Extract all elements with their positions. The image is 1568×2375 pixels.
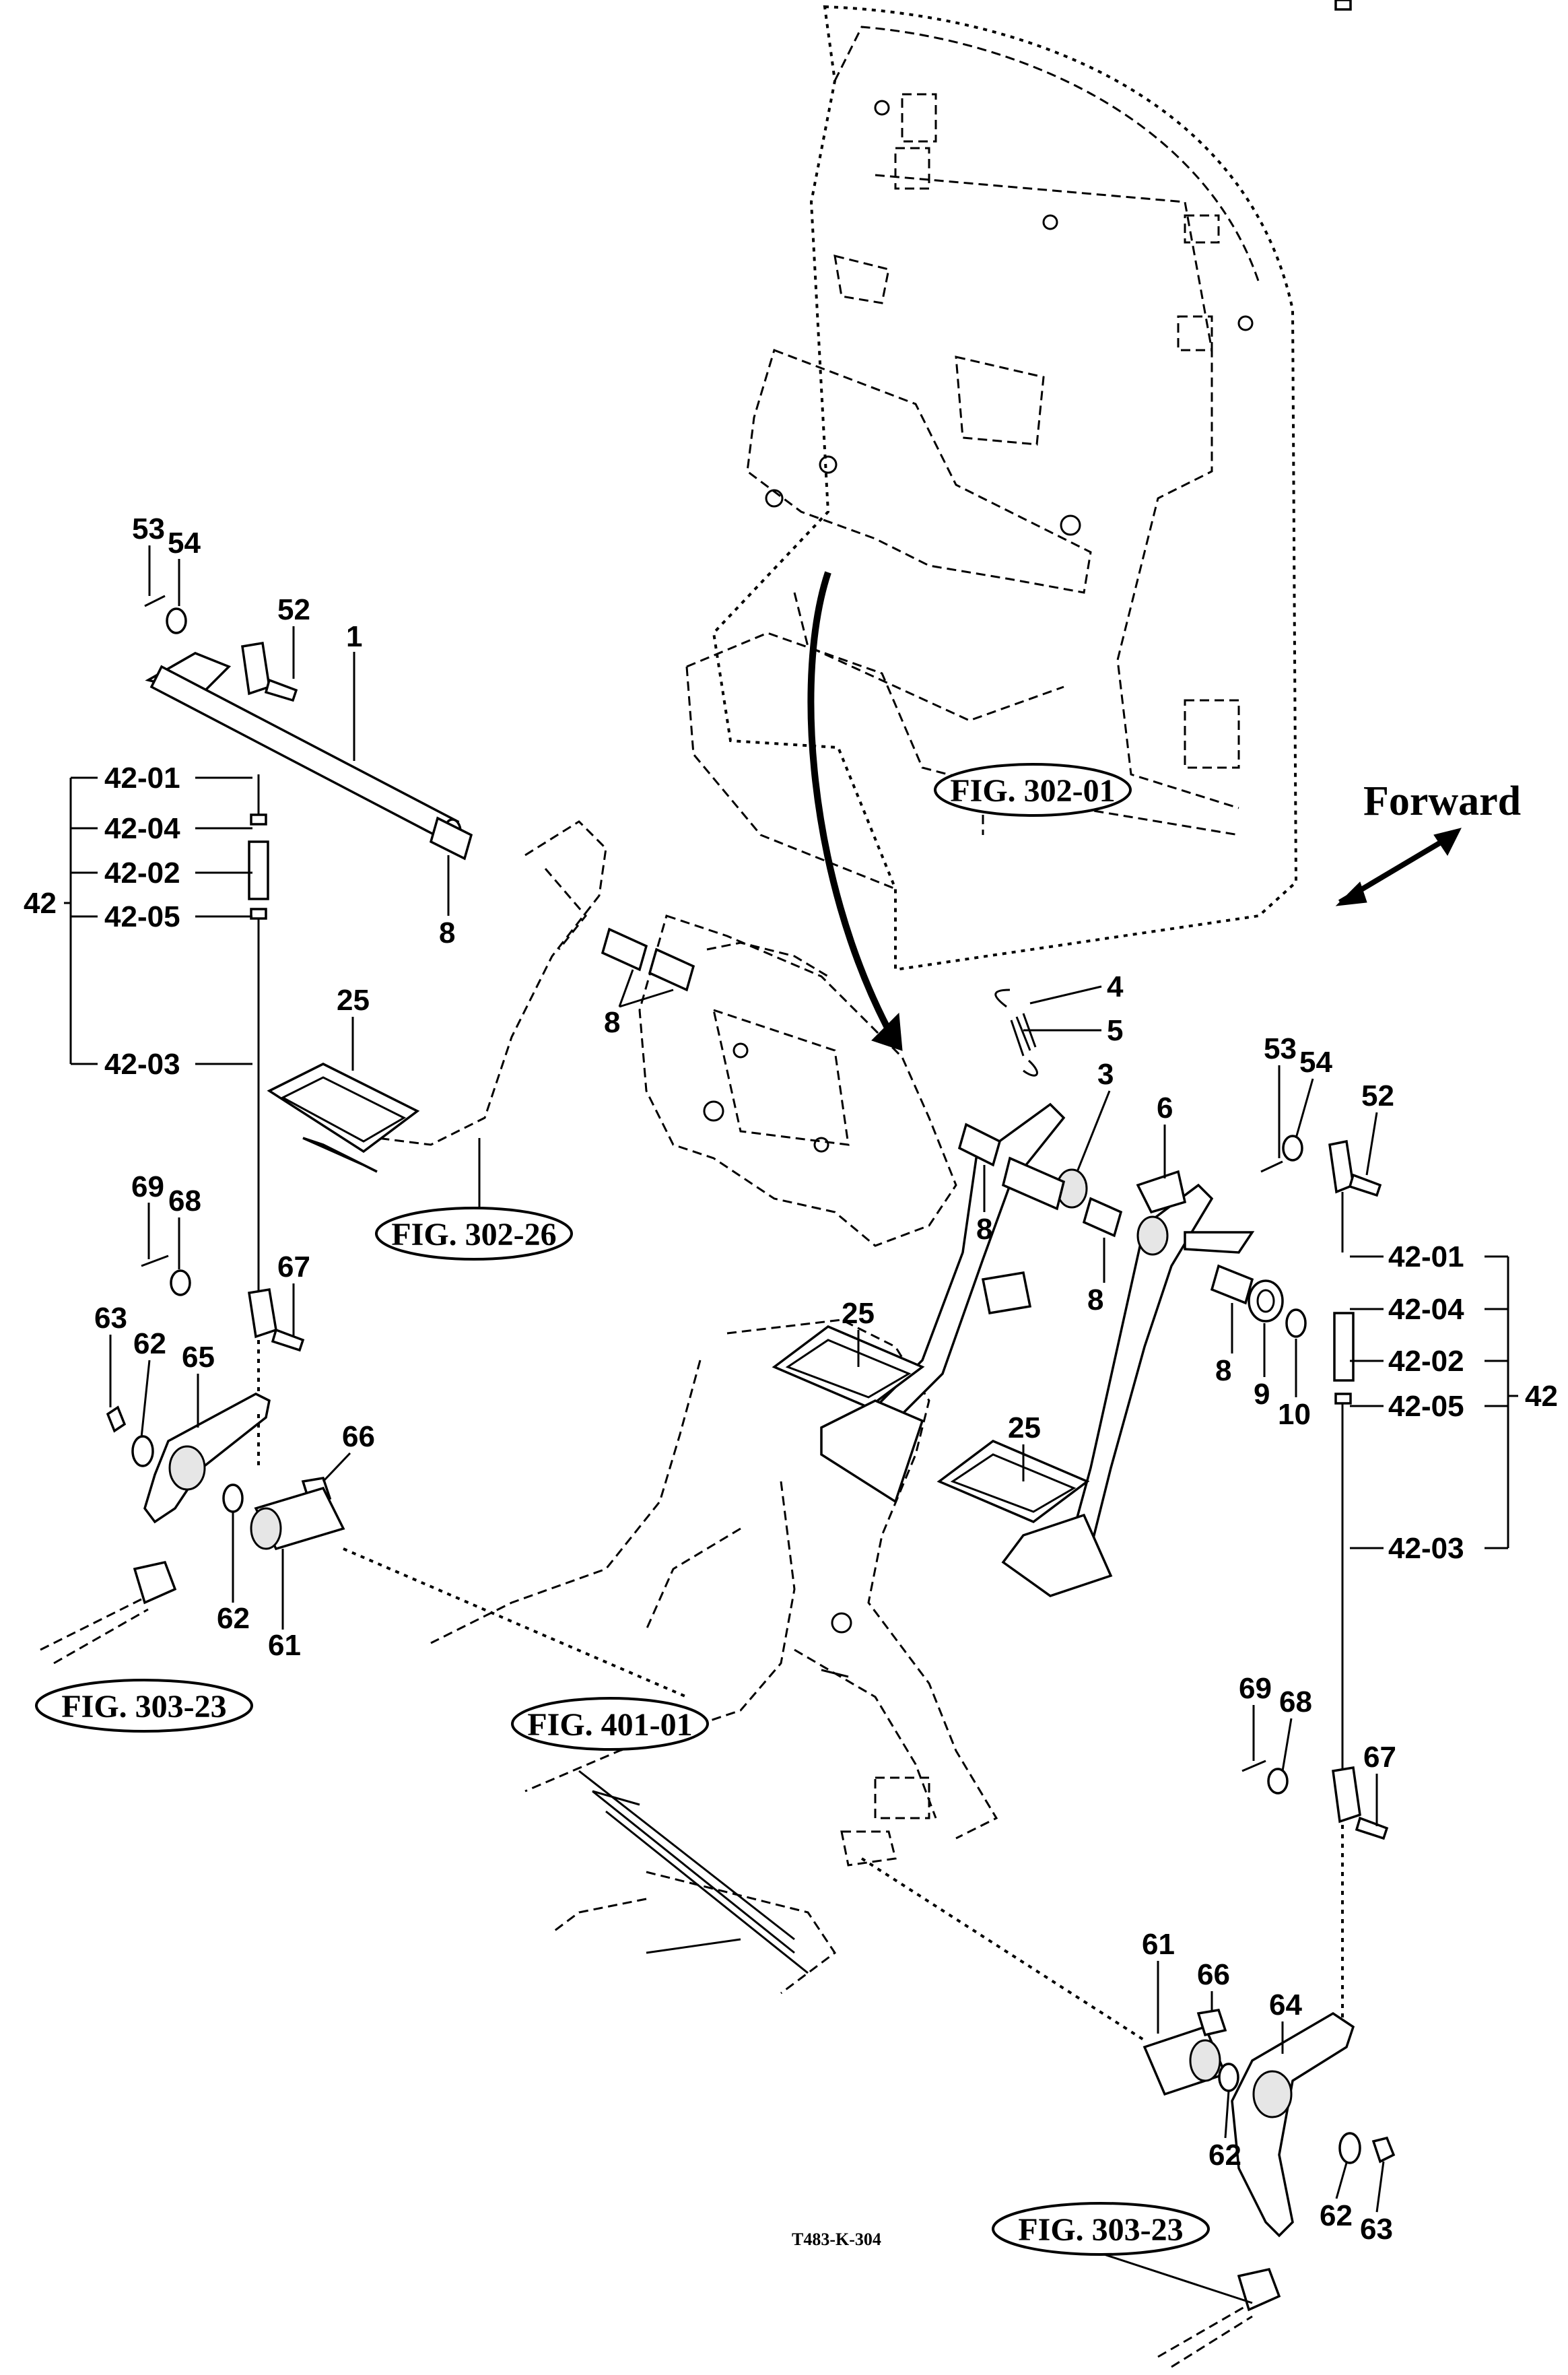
- part-number: 3: [1097, 1058, 1114, 1091]
- figure-ref-seat-panel[interactable]: FIG. 302-01: [934, 763, 1132, 817]
- part-number: 69: [1239, 1672, 1272, 1705]
- right-brake-assembly: [860, 0, 1396, 2368]
- part-number: 66: [1197, 1958, 1230, 1991]
- figure-ref-lower-right[interactable]: FIG. 303-23: [992, 2202, 1210, 2256]
- part-number: 62: [133, 1327, 166, 1360]
- part-number: 1: [346, 620, 362, 653]
- part-number: 63: [1360, 2213, 1393, 2246]
- part-number: 25: [1008, 1411, 1041, 1444]
- part-number: 63: [94, 1302, 127, 1335]
- rod-part-number: 42-05: [104, 900, 180, 933]
- figure-ref-label: FIG. 302-01: [950, 773, 1115, 809]
- rod-group-number: 42: [1525, 1380, 1558, 1413]
- part-number: 64: [1269, 1988, 1302, 2021]
- rod-group-number: 42: [24, 887, 57, 920]
- part-number: 67: [1363, 1741, 1396, 1774]
- part-number: 65: [182, 1341, 215, 1374]
- rod-part-number: 42-02: [1388, 1345, 1464, 1378]
- figure-ref-label: FIG. 303-23: [61, 1689, 226, 1725]
- part-number: 4: [1107, 970, 1124, 1003]
- seat-panel-outline: [685, 5, 1298, 972]
- forward-arrow: [1335, 828, 1462, 906]
- pedal-bracket-outline: [638, 914, 957, 1247]
- figure-ref-lower-left[interactable]: FIG. 303-23: [35, 1679, 253, 1733]
- part-number: 53: [132, 512, 165, 545]
- rod-part-number: 42-04: [1388, 1293, 1464, 1326]
- drawing-code: T483-K-304: [792, 2230, 881, 2249]
- part-number: 6: [1157, 1092, 1173, 1125]
- part-number: 25: [842, 1297, 875, 1330]
- part-number: 9: [1254, 1378, 1270, 1411]
- part-number: 67: [277, 1250, 310, 1283]
- rod-part-number: 42-05: [1388, 1390, 1464, 1423]
- part-number: 61: [1142, 1928, 1175, 1961]
- left-callouts: 53 54 52 1 8 8 25 69 68 67 63 62 65 66 6…: [94, 512, 674, 1662]
- part-number: 62: [1320, 2199, 1353, 2232]
- part-number: 8: [1215, 1354, 1231, 1387]
- part-number: 8: [1087, 1283, 1103, 1316]
- figure-ref-label: FIG. 303-23: [1018, 2212, 1183, 2248]
- rod-part-number: 42-03: [104, 1048, 180, 1081]
- frame-outline: [430, 1318, 998, 1995]
- right-callouts: 53 54 52 69 68 67 61 66 64 62 62 63: [1142, 1032, 1396, 2246]
- figure-ref-label: FIG. 302-26: [391, 1217, 556, 1252]
- reference-arrow: [807, 571, 903, 1051]
- part-number: 8: [604, 1006, 620, 1039]
- left-rod-callout-group: 42 42-01 42-04 42-02 42-05 42-03: [24, 762, 252, 1081]
- part-number: 66: [342, 1420, 375, 1453]
- part-number: 53: [1264, 1032, 1297, 1065]
- part-number: 62: [217, 1602, 250, 1635]
- rod-part-number: 42-01: [104, 762, 180, 795]
- part-number: 61: [268, 1629, 301, 1662]
- rod-part-number: 42-04: [104, 812, 180, 845]
- part-number: 5: [1107, 1014, 1123, 1047]
- part-number: 8: [976, 1213, 992, 1246]
- figure-ref-left-pedal[interactable]: FIG. 302-26: [375, 1207, 573, 1261]
- figure-ref-frame[interactable]: FIG. 401-01: [511, 1697, 709, 1751]
- forward-label: Forward: [1363, 778, 1521, 824]
- center-callouts: 4 5 3 6 8 8 8 9 10 25 25: [842, 970, 1311, 1481]
- part-number: 25: [337, 984, 370, 1017]
- part-number: 52: [277, 593, 310, 626]
- part-number: 10: [1278, 1398, 1311, 1431]
- part-number: 54: [168, 527, 201, 560]
- right-rod-callout-group: 42 42-01 42-04 42-02 42-05 42-03: [1350, 1240, 1558, 1565]
- center-pedals: [772, 989, 1307, 1597]
- part-number: 69: [131, 1170, 164, 1203]
- part-number: 8: [439, 916, 455, 949]
- left-brake-assembly: [40, 595, 695, 1698]
- part-number: 68: [1279, 1685, 1312, 1718]
- part-number: 62: [1208, 2139, 1241, 2172]
- part-number: 68: [168, 1184, 201, 1217]
- figure-ref-label: FIG. 401-01: [527, 1707, 692, 1743]
- part-number: 52: [1361, 1079, 1394, 1112]
- rod-part-number: 42-01: [1388, 1240, 1464, 1273]
- rod-part-number: 42-03: [1388, 1532, 1464, 1565]
- rod-part-number: 42-02: [104, 857, 180, 890]
- part-number: 54: [1299, 1046, 1332, 1079]
